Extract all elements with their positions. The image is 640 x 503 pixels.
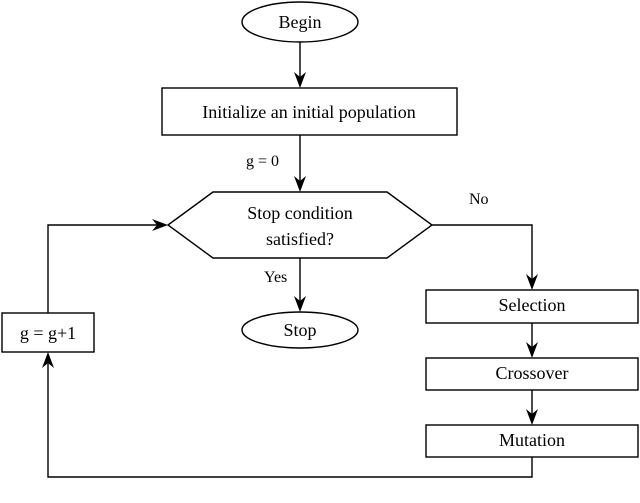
stop-label: Stop <box>283 320 316 340</box>
crossover-node: Crossover <box>425 357 639 391</box>
init-value-label: g = 0 <box>246 153 279 170</box>
decision-label-line2: satisfied? <box>266 229 334 249</box>
mutation-node: Mutation <box>425 424 639 458</box>
arrow-crossover-to-mutation <box>526 390 538 425</box>
no-label: No <box>469 191 489 208</box>
increment-label: g = g+1 <box>20 323 76 343</box>
arrow-mutation-to-increment <box>42 352 533 478</box>
initialize-node: Initialize an initial population <box>161 87 458 136</box>
selection-node: Selection <box>425 289 639 324</box>
selection-label: Selection <box>499 295 566 315</box>
arrow-decision-to-selection <box>432 224 538 290</box>
begin-label: Begin <box>279 12 322 32</box>
initialize-label: Initialize an initial population <box>202 102 415 122</box>
arrow-selection-to-crossover <box>526 323 538 358</box>
crossover-label: Crossover <box>496 363 569 383</box>
increment-node: g = g+1 <box>1 312 95 353</box>
arrow-increment-to-decision <box>47 219 168 313</box>
mutation-label: Mutation <box>499 430 565 450</box>
begin-node: Begin <box>241 1 359 43</box>
stop-condition-decision: Stop condition satisfied? <box>166 191 434 259</box>
stop-node: Stop <box>241 311 359 349</box>
arrow-decision-to-stop <box>294 258 306 312</box>
arrow-initialize-to-decision <box>294 135 306 192</box>
yes-label: Yes <box>264 269 287 286</box>
decision-label-line1: Stop condition <box>247 203 353 223</box>
arrow-begin-to-initialize <box>294 42 306 88</box>
